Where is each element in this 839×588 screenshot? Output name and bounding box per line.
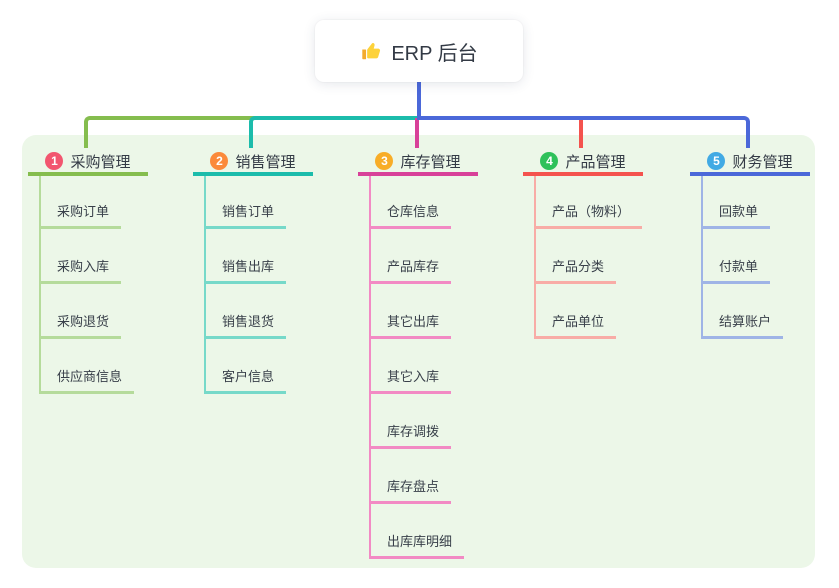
child-node[interactable]: 销售退货 xyxy=(204,307,287,339)
branch-4-label: 产品管理 xyxy=(565,153,626,171)
branch-5-trunk-line xyxy=(701,176,703,339)
branch-2-trunk-line xyxy=(204,176,206,394)
child-node[interactable]: 结算账户 xyxy=(701,307,784,339)
child-node[interactable]: 库存盘点 xyxy=(369,472,452,504)
connector-branch-3 xyxy=(415,118,419,148)
connector-branch-5 xyxy=(417,116,750,148)
child-node[interactable]: 销售出库 xyxy=(204,252,287,284)
branches-background-panel xyxy=(22,135,815,568)
child-node[interactable]: 采购订单 xyxy=(39,197,122,229)
child-node[interactable]: 产品（物料） xyxy=(534,197,643,229)
thumbs-up-icon xyxy=(360,40,382,62)
child-node[interactable]: 其它入库 xyxy=(369,362,452,394)
branch-4-trunk-line xyxy=(534,176,536,339)
branch-node-2[interactable]: 2 销售管理 xyxy=(193,150,313,176)
branch-5-label: 财务管理 xyxy=(732,153,793,171)
child-node[interactable]: 回款单 xyxy=(701,197,771,229)
branch-4-number-badge: 4 xyxy=(540,152,559,170)
connector-branch-2 xyxy=(249,116,419,148)
child-node[interactable]: 销售订单 xyxy=(204,197,287,229)
child-node[interactable]: 产品库存 xyxy=(369,252,452,284)
branch-3-number-badge: 3 xyxy=(375,152,394,170)
branch-node-5[interactable]: 5 财务管理 xyxy=(690,150,810,176)
branch-5-number-badge: 5 xyxy=(707,152,726,170)
branch-3-label: 库存管理 xyxy=(400,153,461,171)
branch-node-3[interactable]: 3 库存管理 xyxy=(358,150,478,176)
branch-3-trunk-line xyxy=(369,176,371,559)
child-node[interactable]: 仓库信息 xyxy=(369,197,452,229)
child-node[interactable]: 出库库明细 xyxy=(369,527,465,559)
child-node[interactable]: 采购退货 xyxy=(39,307,122,339)
child-node[interactable]: 产品分类 xyxy=(534,252,617,284)
branch-node-4[interactable]: 4 产品管理 xyxy=(523,150,643,176)
root-connector-line xyxy=(417,82,421,120)
child-node[interactable]: 采购入库 xyxy=(39,252,122,284)
child-node[interactable]: 产品单位 xyxy=(534,307,617,339)
root-node-erp[interactable]: ERP 后台 xyxy=(315,20,523,82)
child-node[interactable]: 付款单 xyxy=(701,252,771,284)
branch-1-label: 采购管理 xyxy=(70,153,131,171)
branch-node-1[interactable]: 1 采购管理 xyxy=(28,150,148,176)
child-node[interactable]: 客户信息 xyxy=(204,362,287,394)
connector-branch-4 xyxy=(579,116,583,148)
child-node[interactable]: 其它出库 xyxy=(369,307,452,339)
branch-2-label: 销售管理 xyxy=(235,153,296,171)
child-node[interactable]: 库存调拨 xyxy=(369,417,452,449)
child-node[interactable]: 供应商信息 xyxy=(39,362,135,394)
root-node-label: ERP 后台 xyxy=(391,42,478,65)
branch-1-number-badge: 1 xyxy=(45,152,64,170)
branch-1-trunk-line xyxy=(39,176,41,394)
branch-2-number-badge: 2 xyxy=(210,152,229,170)
